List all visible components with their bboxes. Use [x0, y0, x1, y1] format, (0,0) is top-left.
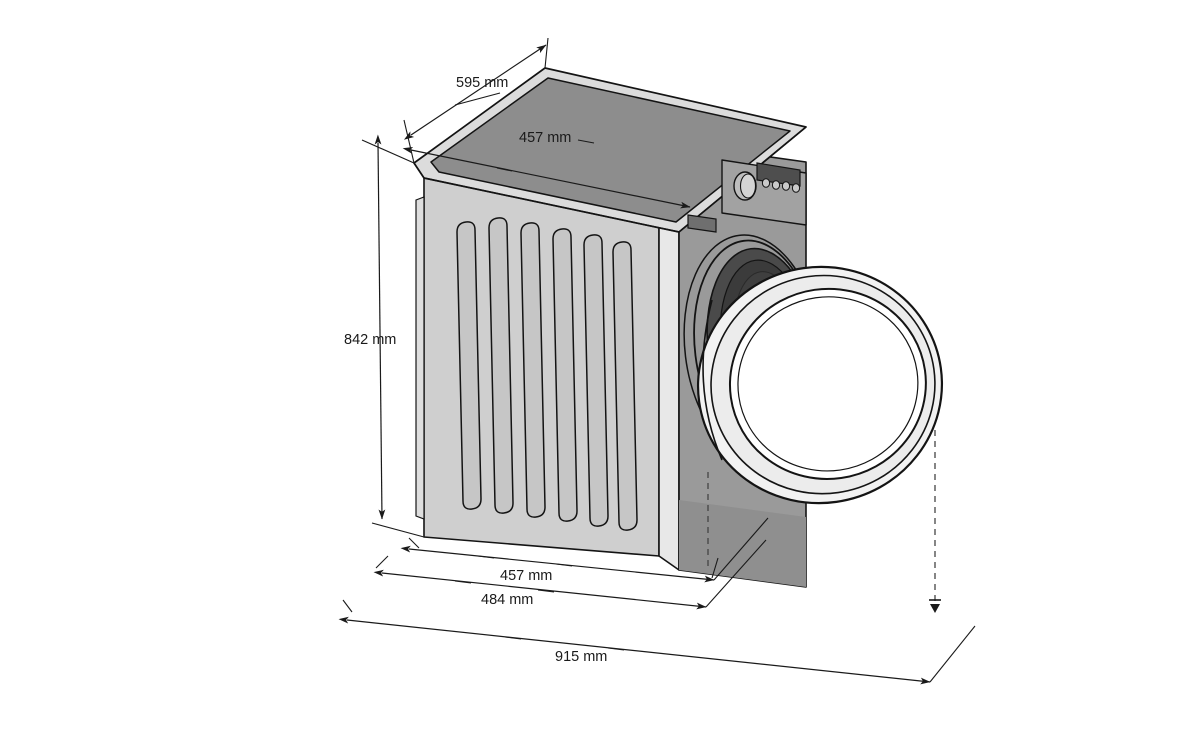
dimension-595mm: 595 mm	[403, 37, 549, 164]
dimension-457mm-top: 457 mm	[402, 130, 691, 209]
dimension-label-484mm: 484 mm	[481, 592, 533, 608]
dimension-915mm: 915 mm	[338, 599, 976, 685]
dimension-label-457mm-base: 457 mm	[500, 568, 552, 584]
dimension-label-595mm: 595 mm	[456, 75, 508, 91]
control-knob[interactable]	[733, 171, 757, 201]
washing-machine-body	[413, 67, 957, 588]
ground-plane-guides	[705, 517, 769, 608]
dimension-842mm: 842 mm	[344, 134, 425, 538]
dimension-label-457mm-top: 457 mm	[519, 130, 571, 146]
dimension-label-842mm: 842 mm	[344, 332, 396, 348]
control-buttons[interactable]	[761, 178, 801, 193]
detergent-drawer-handle[interactable]	[687, 214, 717, 233]
side-panel-ribs	[456, 217, 638, 531]
dimension-484mm: 484 mm	[373, 555, 707, 610]
dimension-label-915mm: 915 mm	[555, 649, 607, 665]
side-panel	[415, 130, 660, 557]
control-panel	[721, 159, 807, 226]
open-door-ring[interactable]	[683, 251, 957, 519]
